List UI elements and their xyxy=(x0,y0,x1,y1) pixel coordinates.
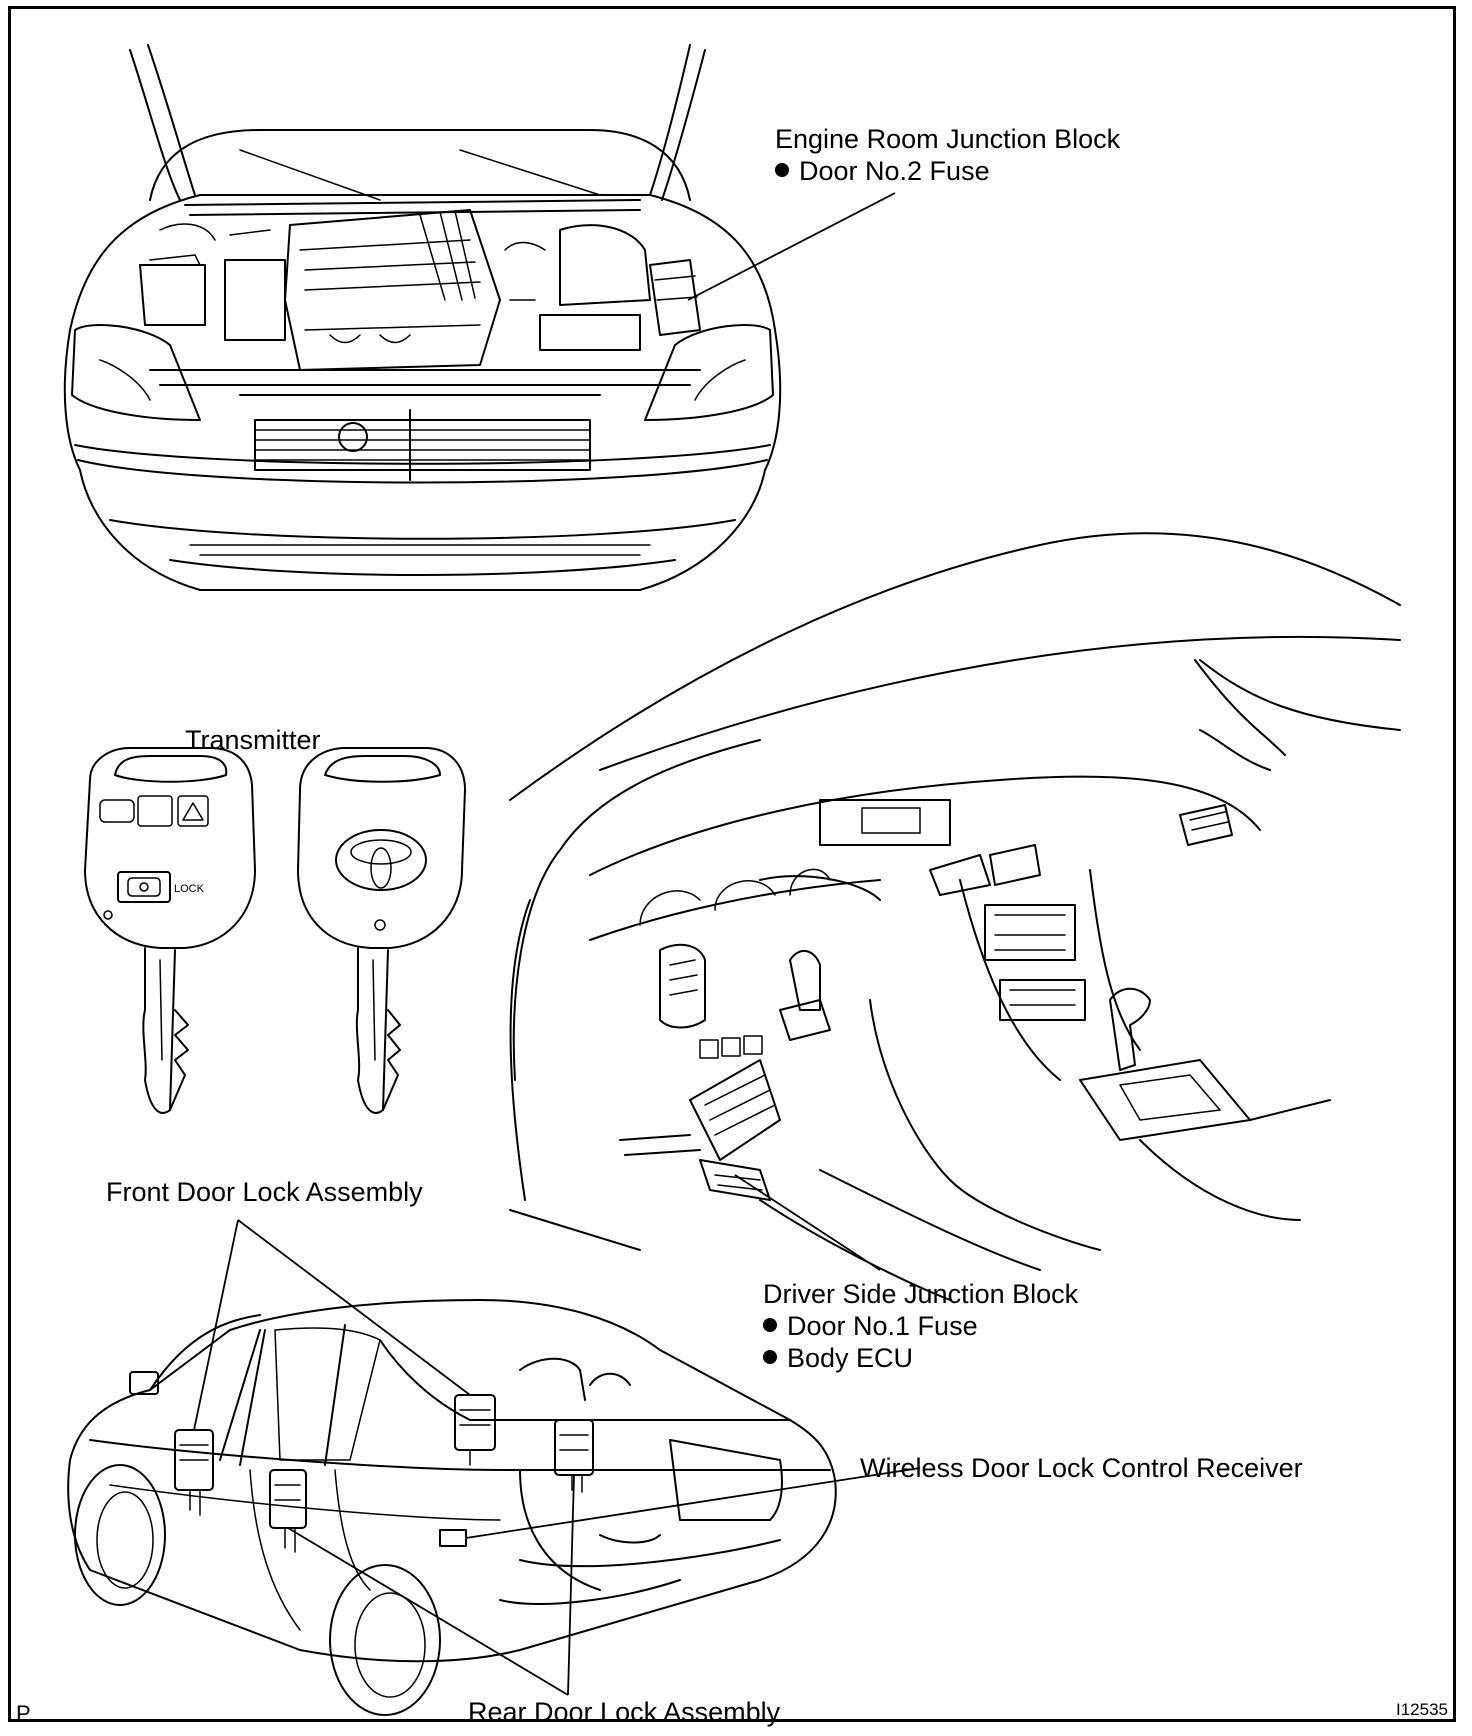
driver-side-fuse-text: Door No.1 Fuse xyxy=(787,1311,978,1341)
driver-side-junction-block-shape xyxy=(689,1059,781,1161)
figure-number: I12535 xyxy=(1396,1700,1448,1719)
engine-room-leader-line xyxy=(687,192,896,301)
rear-door-lock-label: Rear Door Lock Assembly xyxy=(468,1697,781,1727)
front-door-leader-line-2 xyxy=(237,1219,471,1396)
front-door-lock-right-shape xyxy=(454,1394,496,1451)
transmitter-key-back xyxy=(297,747,466,1114)
wireless-receiver-shape xyxy=(439,1529,467,1547)
engine-compartment-drawing xyxy=(63,44,782,591)
transmitter-label: Transmitter xyxy=(185,725,321,755)
engine-room-junction-block-shape xyxy=(649,259,701,336)
driver-side-ecu-text: Body ECU xyxy=(787,1343,914,1373)
corner-letter: P xyxy=(16,1701,31,1726)
engine-room-fuse-text: Door No.2 Fuse xyxy=(799,156,990,186)
wireless-receiver-leader-line xyxy=(465,1467,921,1539)
driver-side-ecu-item: Body ECU xyxy=(763,1342,1078,1374)
diagram-frame xyxy=(8,6,1456,1722)
driver-side-fuse-item: Door No.1 Fuse xyxy=(763,1310,1078,1342)
engine-room-junction-block-label: Engine Room Junction Block Door No.2 Fus… xyxy=(775,123,1120,187)
bullet-icon xyxy=(763,1350,777,1364)
transmitter-key-front: LOCK xyxy=(84,747,256,1114)
bullet-icon xyxy=(775,163,789,177)
engine-room-fuse-item: Door No.2 Fuse xyxy=(775,155,1120,187)
engine-room-junction-block-title: Engine Room Junction Block xyxy=(775,124,1121,154)
dashboard-interior-drawing xyxy=(509,532,1401,1301)
driver-side-leader-line xyxy=(734,1174,881,1271)
bullet-icon xyxy=(763,1318,777,1332)
front-door-leader-line-1 xyxy=(193,1219,239,1431)
wireless-receiver-label: Wireless Door Lock Control Receiver xyxy=(860,1453,1303,1483)
rear-door-lock-left-shape xyxy=(269,1469,307,1529)
rear-door-lock-right-shape xyxy=(554,1419,594,1476)
svg-text:LOCK: LOCK xyxy=(174,883,205,895)
driver-side-junction-block-label: Driver Side Junction Block Door No.1 Fus… xyxy=(763,1278,1078,1374)
front-door-lock-label: Front Door Lock Assembly xyxy=(106,1177,423,1207)
sedan-phantom-drawing xyxy=(67,1299,837,1716)
rear-door-leader-line-1 xyxy=(287,1527,569,1696)
driver-side-junction-block-title: Driver Side Junction Block xyxy=(763,1279,1079,1309)
rear-door-leader-line-2 xyxy=(567,1474,575,1696)
toyota-logo-icon xyxy=(335,829,427,891)
